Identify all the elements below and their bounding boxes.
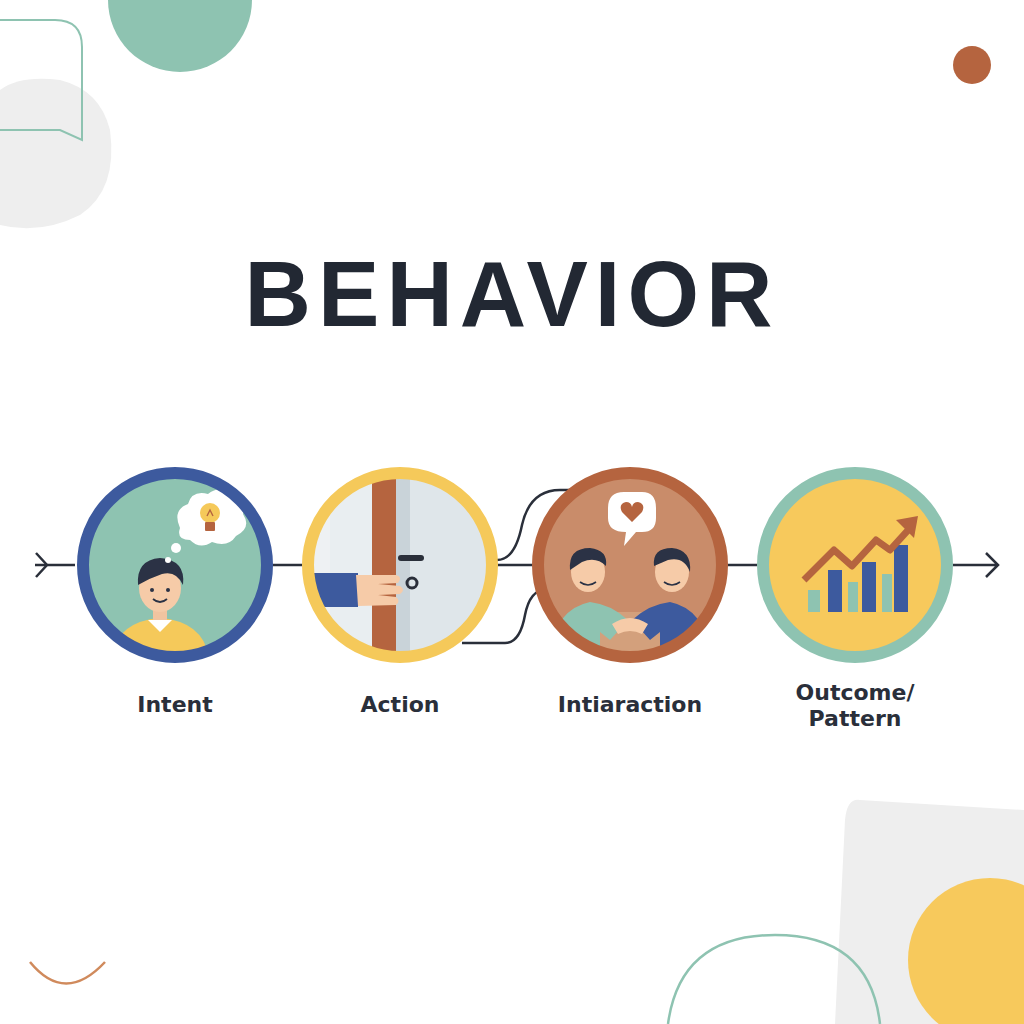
stage-label: Intiaraction — [520, 692, 740, 718]
circle-ring — [308, 473, 492, 657]
circle-outline — [757, 467, 953, 663]
chart-illustration — [804, 516, 918, 612]
circle-ring — [763, 473, 947, 657]
stage-circle: Intiaraction — [532, 467, 728, 663]
circle-fill — [763, 473, 947, 657]
flow-arrow — [953, 553, 998, 577]
stage-label: Action — [290, 692, 510, 718]
action-illustration — [300, 470, 500, 660]
circle-ring — [538, 473, 722, 657]
deco-blob — [0, 79, 111, 229]
flow-line — [35, 564, 75, 567]
deco-outline — [0, 20, 82, 140]
diagram-title: BEHAVIOR — [0, 248, 1024, 340]
flow-connector — [498, 564, 532, 567]
circle-outline — [302, 467, 498, 663]
circle-ring — [83, 473, 267, 657]
speech-bubble — [608, 492, 656, 546]
circle-outline — [77, 467, 273, 663]
circle-fill — [538, 473, 722, 657]
deco-arc — [668, 935, 880, 1024]
deco-circle — [108, 0, 252, 72]
deco-arc — [30, 962, 105, 984]
circle-outline — [532, 467, 728, 663]
stage-label: Outcome/ Pattern — [790, 680, 920, 732]
stage-circle: Intent — [77, 467, 273, 663]
deco-circle — [908, 878, 1024, 1024]
deco-dot — [953, 46, 991, 84]
flow-connector — [728, 564, 757, 567]
flow-chevron — [36, 553, 47, 577]
stage-circle: Outcome/ Pattern — [757, 467, 953, 663]
stage-circle: Action — [302, 467, 498, 663]
flow-connector — [273, 564, 302, 567]
stage-label: Intent — [65, 692, 285, 718]
